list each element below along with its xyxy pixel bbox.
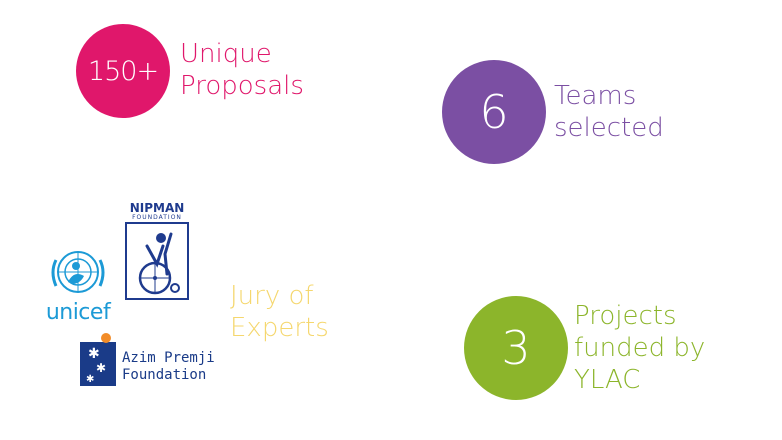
wheelchair-icon <box>125 222 189 300</box>
stat-teams-selected: 6 Teams selected <box>442 60 664 164</box>
proposals-label-line-2: Proposals <box>180 71 304 101</box>
jury-label-line-2: Experts <box>230 313 329 343</box>
azim-premji-foundation-logo: ✱ ✱ ✱ Azim Premji Foundation <box>80 330 222 388</box>
proposals-label: Unique Proposals <box>180 38 304 102</box>
teams-label-line-2: selected <box>554 113 664 143</box>
unicef-name: unicef <box>45 300 111 325</box>
azim-line-2: Foundation <box>122 367 207 383</box>
proposals-label-line-1: Unique <box>180 39 272 69</box>
unicef-logo: unicef <box>40 246 116 324</box>
svg-text:✱: ✱ <box>88 346 100 362</box>
teams-label-line-1: Teams <box>554 81 637 111</box>
projects-count: 3 <box>501 321 531 375</box>
teams-label: Teams selected <box>554 80 664 144</box>
nipman-name: NIPMAN <box>129 201 185 215</box>
proposals-count-circle: 150+ <box>76 24 170 118</box>
teams-count-circle: 6 <box>442 60 546 164</box>
nipman-foundation-logo: NIPMAN FOUNDATION <box>124 202 190 300</box>
projects-count-circle: 3 <box>464 296 568 400</box>
jury-label-line-1: Jury of <box>230 281 314 311</box>
stat-unique-proposals: 150+ Unique Proposals <box>76 24 304 118</box>
svg-text:✱: ✱ <box>96 361 106 375</box>
svg-text:✱: ✱ <box>86 374 94 385</box>
azim-line-1: Azim Premji <box>122 350 215 366</box>
projects-label-line-2: funded by <box>574 333 706 363</box>
azim-premji-mark-icon: ✱ ✱ ✱ <box>80 333 116 386</box>
projects-label-line-3: YLAC <box>574 365 641 395</box>
azim-premji-name: Azim Premji Foundation <box>122 350 215 384</box>
teams-count: 6 <box>479 85 509 139</box>
jury-of-experts: Jury of Experts <box>230 280 329 344</box>
nipman-sub: FOUNDATION <box>132 214 182 221</box>
projects-label: Projects funded by YLAC <box>574 300 705 396</box>
stat-projects-funded: 3 Projects funded by YLAC <box>464 296 705 400</box>
jury-label: Jury of Experts <box>230 280 329 344</box>
unicef-emblem-icon <box>51 251 105 293</box>
proposals-count: 150+ <box>87 55 159 87</box>
projects-label-line-1: Projects <box>574 301 677 331</box>
